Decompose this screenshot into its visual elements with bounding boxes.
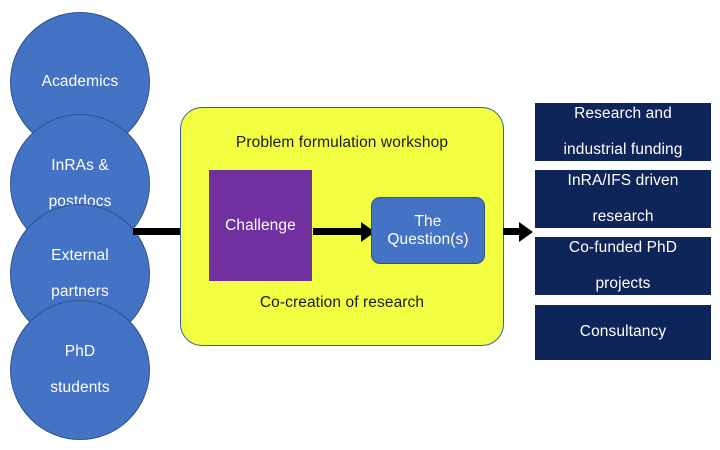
stakeholder-label-line-2: students xyxy=(50,378,110,396)
outcome-label-co-funded-phd-projects: Co-funded PhD projects xyxy=(553,239,693,294)
workshop-caption-top: Problem formulation workshop xyxy=(235,134,449,151)
stakeholders-to-workshop-arrow xyxy=(133,228,217,235)
stakeholder-label-inras-postdocs: InRAs & postdocs xyxy=(21,157,140,211)
outcome-label-line-1: InRA/IFS driven xyxy=(567,171,679,189)
stakeholder-circle-phd-students[interactable]: PhD students xyxy=(10,300,150,440)
outcome-box-co-funded-phd-projects[interactable]: Co-funded PhD projects xyxy=(535,237,711,295)
the-question-label-line-2: Question(s) xyxy=(387,230,469,248)
workshop-caption-bottom: Co-creation of research xyxy=(259,294,425,311)
challenge-box[interactable]: Challenge xyxy=(209,170,312,281)
outcome-label-inra-ifs-driven-research: InRA/IFS driven research xyxy=(552,172,695,227)
outcome-box-inra-ifs-driven-research[interactable]: InRA/IFS driven research xyxy=(535,170,711,228)
the-question-label: The Question(s) xyxy=(387,213,468,249)
the-question-label-line-1: The xyxy=(414,212,442,230)
outcome-label-line-1: Research and xyxy=(574,104,672,122)
stakeholder-label-line-1: PhD xyxy=(64,343,96,361)
outcome-label-line-2: research xyxy=(592,208,654,226)
workshop-to-outcomes-arrow-shaft xyxy=(503,228,523,235)
stakeholder-label-line-1: InRAs & xyxy=(51,157,109,175)
challenge-to-question-arrow-shaft xyxy=(313,228,365,235)
outcome-label-consultancy: Consultancy xyxy=(579,323,667,341)
outcome-label-research-and-industrial-funding: Research and industrial funding xyxy=(548,105,699,160)
workshop-to-outcomes-arrow-head xyxy=(519,221,533,242)
outcome-label-line-2: industrial funding xyxy=(563,141,683,159)
stakeholder-label-external-partners: External partners xyxy=(23,247,137,301)
stakeholder-label-academics: Academics xyxy=(41,73,119,91)
stakeholder-label-phd-students: PhD students xyxy=(22,343,137,397)
outcome-box-research-and-industrial-funding[interactable]: Research and industrial funding xyxy=(535,103,711,161)
stakeholder-label-line-1: External xyxy=(51,247,109,265)
outcome-label-line-2: projects xyxy=(595,275,651,293)
challenge-label: Challenge xyxy=(225,216,296,234)
outcome-box-consultancy[interactable]: Consultancy xyxy=(535,305,711,360)
stakeholder-label-line-2: partners xyxy=(51,282,109,300)
outcome-label-line-1: Co-funded PhD xyxy=(568,238,678,256)
the-question-box[interactable]: The Question(s) xyxy=(371,197,485,264)
